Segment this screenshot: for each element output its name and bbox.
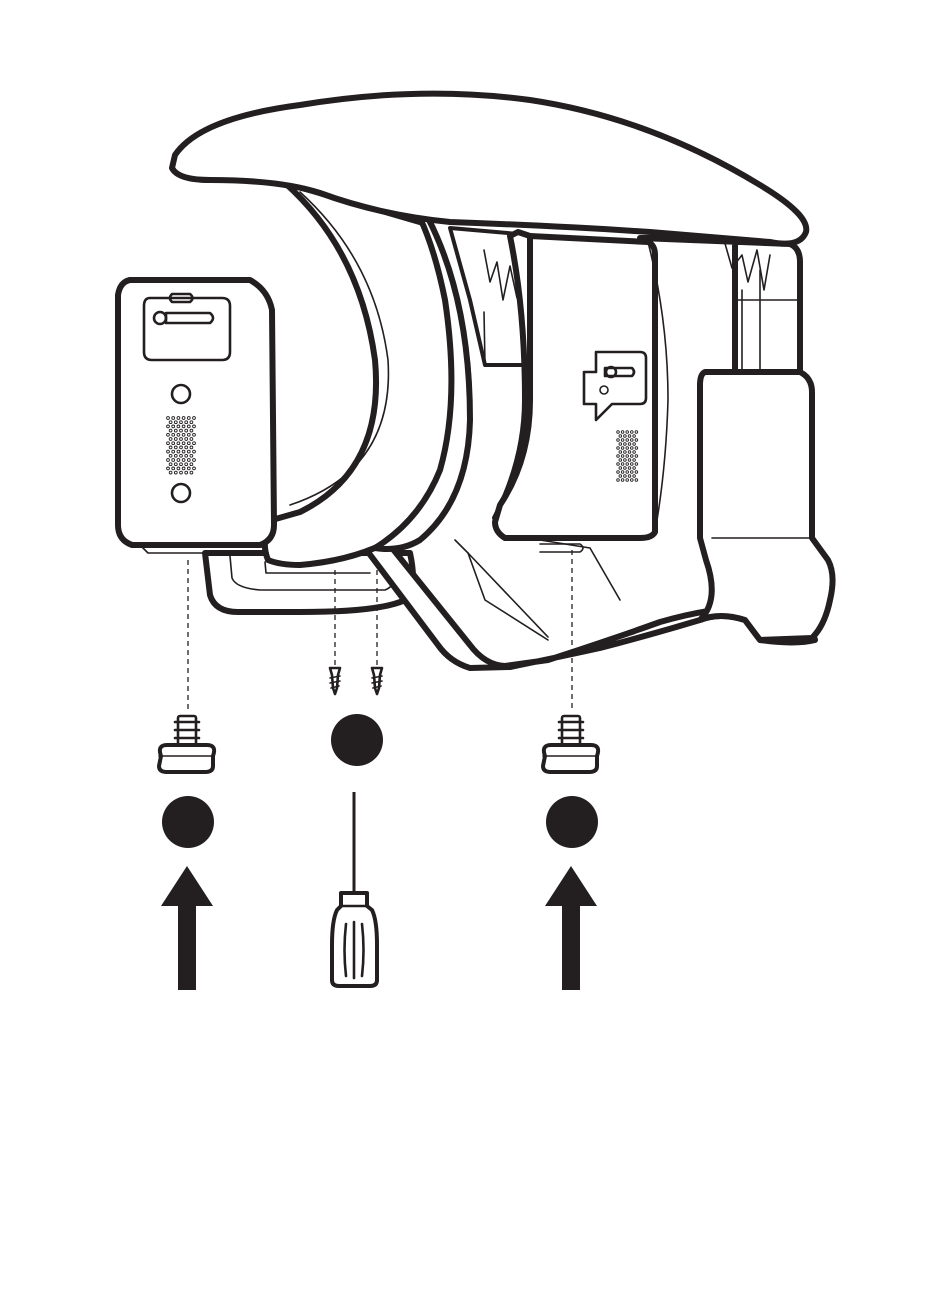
up-arrow-icon [545,866,597,990]
up-arrow-icon [161,866,213,990]
step-marker-right [546,796,598,848]
wood-screw-icon [372,668,382,694]
wood-screw-2 [372,668,382,694]
thumb-screw-icon [159,716,214,772]
step-marker-left [162,796,214,848]
step-marker-center [331,714,383,766]
thumb-screw-left [159,716,214,772]
back-plate [640,238,800,372]
up-arrow-left [161,866,213,990]
right-support [700,372,833,640]
product-base [118,94,833,668]
up-arrow-right [545,866,597,990]
thumb-screw-icon [543,716,598,772]
wood-screw-1 [330,668,340,694]
canopy [172,94,806,244]
wood-screw-icon [330,668,340,694]
left-unit [118,280,274,545]
screwdriver-icon [332,792,377,986]
thumb-screw-right [543,716,598,772]
